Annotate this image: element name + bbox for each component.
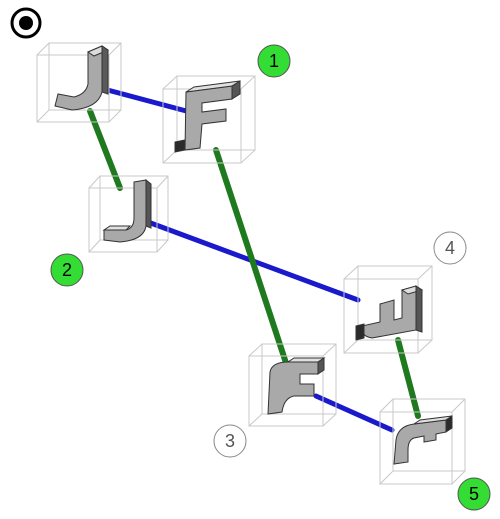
item-d[interactable] xyxy=(343,265,433,354)
option-1-label: 1 xyxy=(269,51,279,71)
green-link-b-e xyxy=(213,147,290,369)
j-block-icon xyxy=(54,45,110,111)
l-block-icon xyxy=(355,285,424,341)
option-1[interactable]: 1 xyxy=(257,44,291,78)
wire-box xyxy=(36,42,122,123)
item-c[interactable] xyxy=(88,175,169,253)
blue-link-a-b xyxy=(97,85,193,115)
option-5-label: 5 xyxy=(469,484,479,504)
option-2-circle xyxy=(50,253,84,287)
wire-box xyxy=(88,175,169,253)
option-5-circle xyxy=(457,477,491,511)
option-4-circle xyxy=(433,231,467,265)
option-5[interactable]: 5 xyxy=(457,477,491,511)
item-e[interactable] xyxy=(248,343,337,427)
option-1-circle xyxy=(257,44,291,78)
wire-box xyxy=(379,398,466,485)
wire-box xyxy=(248,343,337,427)
f-block-icon xyxy=(174,80,241,153)
option-3-circle xyxy=(213,424,247,458)
wire-box xyxy=(162,75,256,164)
option-3[interactable]: 3 xyxy=(213,424,247,458)
option-3-label: 3 xyxy=(225,431,235,451)
j-block-icon xyxy=(393,415,453,465)
green-link-d-f xyxy=(395,337,421,419)
f-block-icon xyxy=(267,357,326,415)
j-block-icon xyxy=(102,178,152,243)
option-2-label: 2 xyxy=(62,260,72,280)
radio-selected-icon[interactable] xyxy=(10,7,42,39)
option-2[interactable]: 2 xyxy=(50,253,84,287)
option-4[interactable]: 4 xyxy=(433,231,467,265)
item-b[interactable] xyxy=(162,75,256,164)
green-link-a-c xyxy=(87,108,123,191)
connections xyxy=(87,85,421,433)
option-4-label: 4 xyxy=(445,238,455,258)
blue-link-e-f xyxy=(313,393,395,433)
item-a[interactable] xyxy=(36,42,122,123)
item-f[interactable] xyxy=(379,398,466,485)
